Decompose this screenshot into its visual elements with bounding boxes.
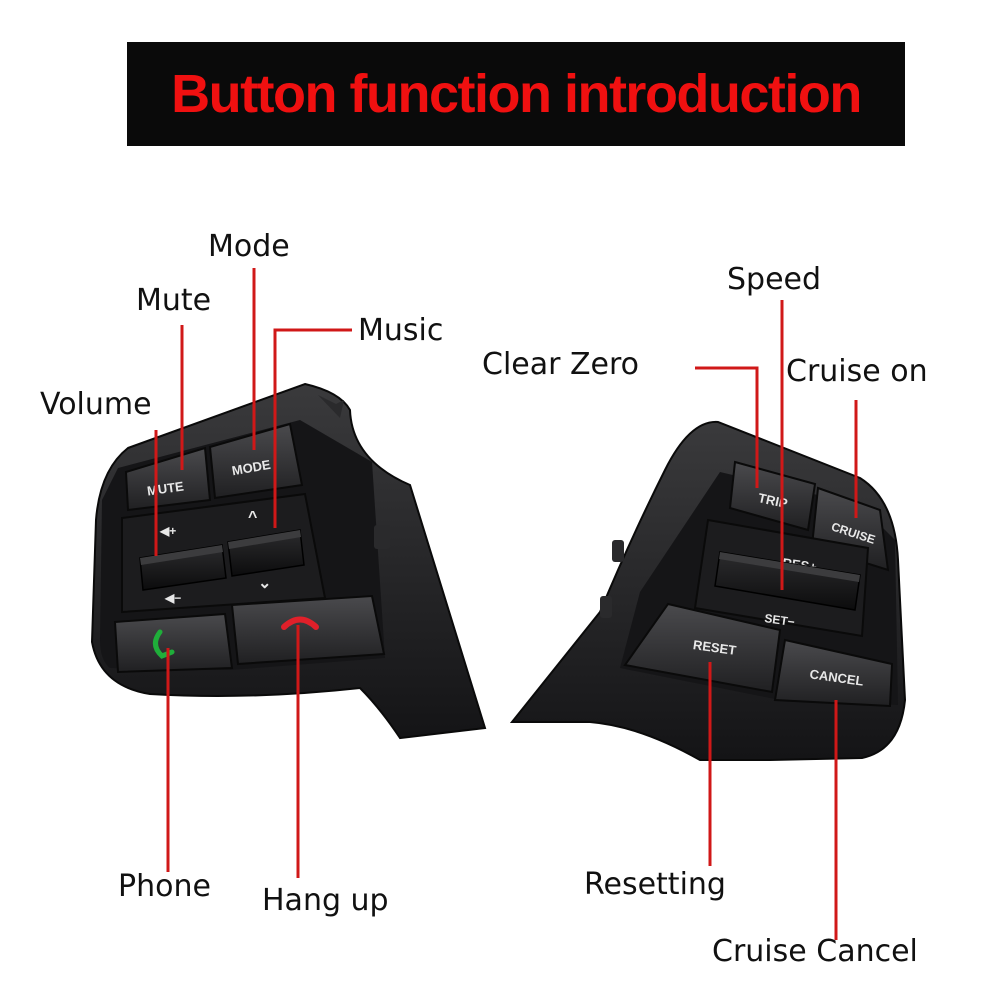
right-panel-screw-bottom [600, 596, 612, 618]
music-leader-line [273, 328, 352, 528]
music-up-label: ^ [248, 509, 257, 526]
volume-up-label: ◀+ [159, 524, 176, 538]
phone-hangup-icon [281, 616, 319, 630]
cancel-label: CANCEL [809, 666, 865, 688]
hang-up-button[interactable] [230, 594, 386, 666]
volume-rocker[interactable] [139, 544, 227, 591]
music-rocker[interactable] [227, 529, 305, 577]
page-title: Button function introduction [171, 64, 862, 124]
reset-label: RESET [692, 637, 737, 658]
title-banner: Button function introduction [127, 42, 905, 146]
callout-mute: Mute [136, 283, 212, 318]
callout-phone: Phone [118, 869, 211, 904]
set-minus-label: SET− [764, 611, 796, 629]
callout-volume: Volume [40, 387, 152, 422]
volume-down-label: ◀− [164, 591, 181, 605]
left-control-panel: MUTE MODE ◀+ ◀− ^ ⌄ [90, 382, 487, 740]
right-panel-screw-top [612, 540, 624, 562]
callout-mode: Mode [208, 229, 290, 264]
cancel-button[interactable]: CANCEL [773, 638, 894, 708]
leader-lines [154, 268, 858, 940]
callout-clear-zero: Clear Zero [482, 347, 640, 382]
callout-music: Music [358, 313, 444, 348]
phone-button[interactable] [113, 612, 234, 674]
speed-rocker[interactable] [714, 551, 861, 611]
left-panel-rim [318, 395, 344, 418]
callout-cruise-cancel: Cruise Cancel [712, 934, 918, 969]
callout-cruise-on: Cruise on [786, 354, 928, 389]
clear-zero-leader-line [695, 366, 759, 488]
mode-label: MODE [231, 457, 272, 479]
callout-speed: Speed [727, 262, 822, 297]
callout-hang-up: Hang up [262, 883, 389, 918]
callout-resetting: Resetting [584, 867, 726, 902]
reset-button[interactable]: RESET [623, 602, 782, 694]
mode-button[interactable]: MODE [208, 422, 304, 500]
phone-pickup-icon [153, 629, 175, 659]
music-down-label: ⌄ [258, 575, 271, 592]
left-panel-screw [374, 525, 390, 549]
